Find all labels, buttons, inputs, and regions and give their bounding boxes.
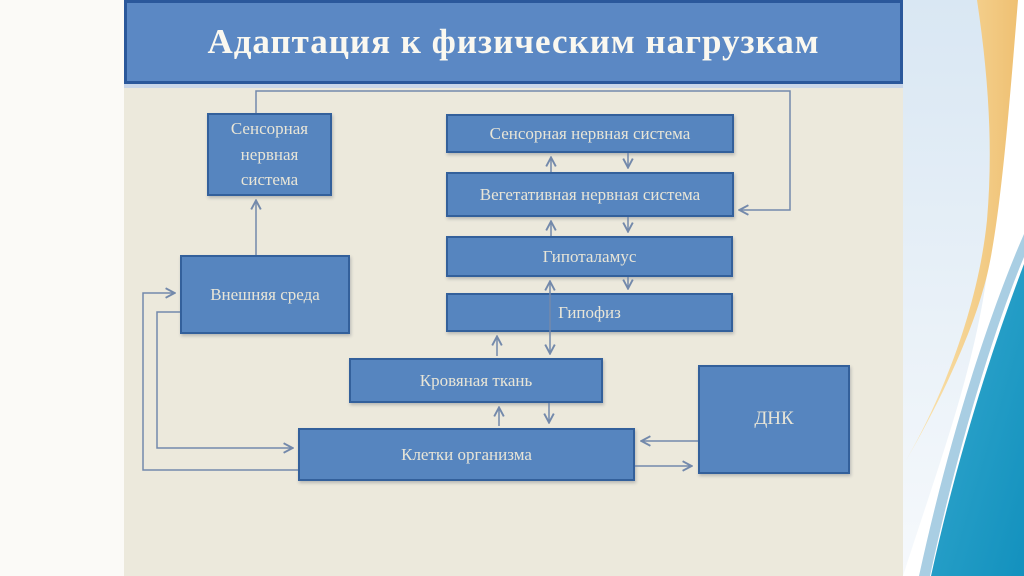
decor-yellow-ribbon xyxy=(905,0,1018,462)
title-bar: Адаптация к физическим нагрузкам xyxy=(124,0,903,84)
decor-pale-blue-curve xyxy=(903,0,1004,576)
node-dna: ДНК xyxy=(698,365,850,474)
node-body-cells: Клетки организма xyxy=(298,428,635,481)
decor-light-blue-band xyxy=(919,234,1024,576)
node-vegetative-nervous-system: Вегетативная нервная система xyxy=(446,172,734,217)
slide-title: Адаптация к физическим нагрузкам xyxy=(207,22,820,61)
title-bar-underline xyxy=(124,84,903,88)
node-sensory-nervous-system-left: Сенсорная нервная система xyxy=(207,113,332,196)
node-blood-tissue: Кровяная ткань xyxy=(349,358,603,403)
decor-swoosh xyxy=(903,0,1024,576)
decor-teal-blob xyxy=(931,264,1024,576)
node-sensory-nervous-system: Сенсорная нервная система xyxy=(446,114,734,153)
node-hypothalamus: Гипоталамус xyxy=(446,236,733,277)
node-external-environment: Внешняя среда xyxy=(180,255,350,334)
node-pituitary: Гипофиз xyxy=(446,293,733,332)
